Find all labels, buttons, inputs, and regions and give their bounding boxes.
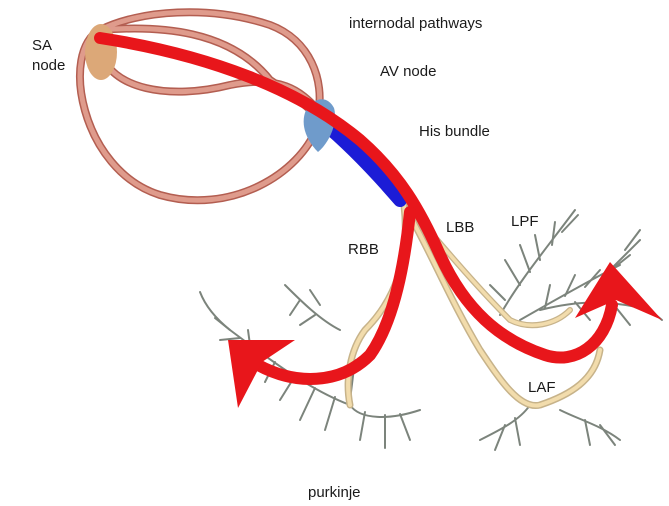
sa-node-label: SA node	[32, 36, 72, 76]
sa-node-label-line2: node	[32, 56, 72, 76]
lbb-label: LBB	[446, 218, 474, 238]
sa-node-label-line1: SA	[32, 36, 72, 56]
rbb-label: RBB	[348, 240, 379, 260]
purkinje-label: purkinje	[308, 483, 361, 503]
his-bundle-label: His bundle	[419, 122, 490, 142]
lpf-label: LPF	[511, 212, 539, 232]
laf-label: LAF	[528, 378, 556, 398]
av-node-label: AV node	[380, 62, 436, 82]
internodal-pathways-label: internodal pathways	[349, 14, 482, 34]
